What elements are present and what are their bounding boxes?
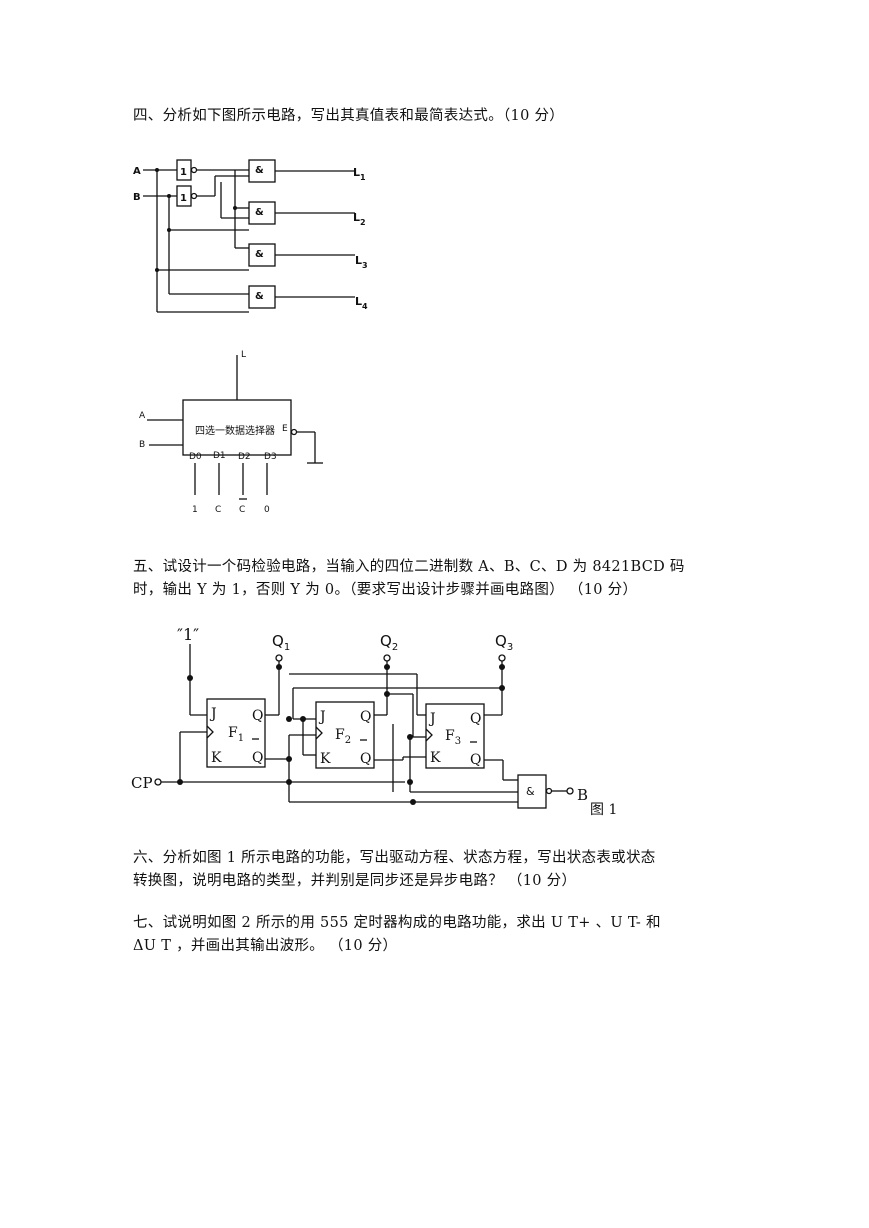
mux-input-a: A (139, 411, 146, 421)
figure-1-caption: 图 1 (590, 802, 617, 818)
q1-label: Q1 (272, 632, 290, 653)
question-5-line-2: 时，输出 Y 为 1，否则 Y 为 0。（要求写出设计步骤并画电路图） （10 … (133, 582, 638, 598)
question-5-line-1: 五、试设计一个码检验电路，当输入的四位二进制数 A、B、C、D 为 8421BC… (133, 559, 685, 575)
ff2-j-pin: J (318, 709, 326, 725)
ff1-name: F1 (228, 725, 244, 744)
ff3-q-pin: Q (470, 711, 481, 727)
input-a-label: A (133, 166, 141, 177)
not-gate-2-label: 1 (180, 193, 187, 204)
mux-value-c: C (215, 505, 221, 515)
question-7-line-2: ΔU T ，并画出其输出波形。 （10 分） (133, 938, 398, 954)
mux-pin-d2: D2 (238, 452, 251, 462)
mux-enable-label: E (282, 424, 288, 434)
q3-label: Q3 (495, 632, 513, 653)
input-b-label: B (133, 192, 141, 203)
q2-label: Q2 (380, 632, 398, 653)
mux-output-l: L (241, 350, 246, 360)
question-6-line-2: 转换图，说明电路的类型，并判别是同步还是异步电路？ （10 分） (133, 873, 577, 889)
clock-label: CP (131, 774, 153, 792)
ff2-k-pin: K (320, 751, 331, 767)
not-gate-1-label: 1 (180, 167, 187, 178)
and-gate-1-label: & (255, 165, 264, 176)
ff1-k-pin: K (211, 750, 222, 766)
question-6-line-1: 六、分析如图 1 所示电路的功能，写出驱动方程、状态方程，写出状态表或状态 (133, 850, 656, 866)
and-gate-3-label: & (255, 249, 264, 260)
mux-figure: L A B 四选一数据选择器 E D0 D1 D2 D3 1 C C 0 (139, 350, 323, 515)
mux-input-b: B (139, 440, 145, 450)
output-l3: L3 (355, 254, 368, 270)
ff3-name: F3 (445, 728, 461, 747)
output-b-label: B (577, 786, 588, 804)
const-one-label: ″1″ (177, 625, 199, 644)
ff2-name: F2 (335, 727, 351, 746)
output-l2: L2 (353, 211, 366, 227)
mux-pin-d0: D0 (189, 452, 202, 462)
ff3-k-pin: K (430, 750, 441, 766)
mux-block-label: 四选一数据选择器 (195, 424, 275, 437)
output-l1: L1 (353, 166, 366, 182)
ff2-qbar-pin: Q (360, 751, 371, 767)
ff1-q-pin: Q (252, 708, 263, 724)
and-gate-2-label: & (255, 207, 264, 218)
and-gate-label: & (526, 785, 535, 798)
question-7-line-1: 七、试说明如图 2 所示的用 555 定时器构成的电路功能，求出 U T+ 、U… (133, 915, 661, 931)
ff1-j-pin: J (209, 706, 217, 722)
output-l4: L4 (355, 295, 368, 311)
mux-pin-d3: D3 (264, 452, 277, 462)
ff1-qbar-pin: Q (252, 750, 263, 766)
counter-circuit-figure: ″1″ Q1 Q2 Q3 J K Q Q F1 J K Q Q F2 J K Q… (131, 625, 617, 818)
mux-pin-d1: D1 (213, 451, 226, 461)
ff3-j-pin: J (428, 711, 436, 727)
mux-value-1: 1 (192, 505, 198, 515)
mux-value-0: 0 (264, 505, 270, 515)
ff2-q-pin: Q (360, 709, 371, 725)
mux-value-c-bar: C (239, 505, 245, 515)
gate-circuit-figure: A B 1 1 & & & & L1 L2 L3 L4 (133, 159, 368, 313)
question-4: 四、分析如下图所示电路，写出其真值表和最简表达式。（10 分） (133, 108, 565, 124)
ff3-qbar-pin: Q (470, 752, 481, 768)
and-gate-4-label: & (255, 291, 264, 302)
